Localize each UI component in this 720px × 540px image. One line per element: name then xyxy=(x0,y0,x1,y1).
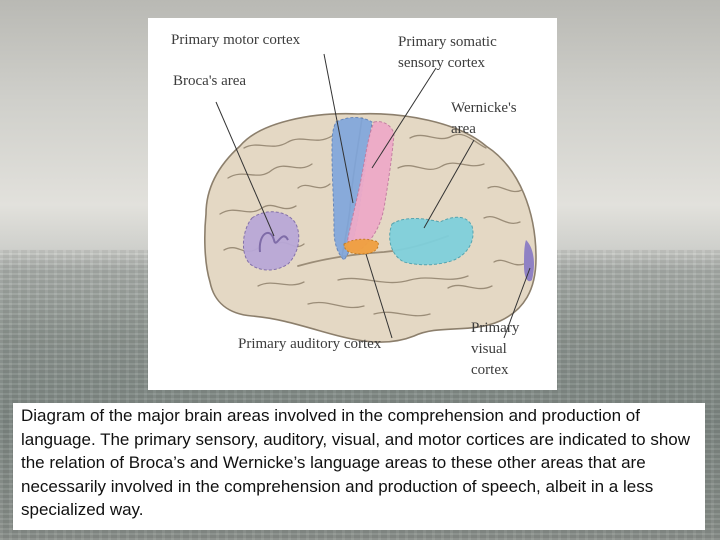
brain-diagram xyxy=(204,53,537,343)
label-brocas-area: Broca's area xyxy=(173,73,247,89)
label-primary-auditory-cortex: Primary auditory cortex xyxy=(238,336,382,352)
label-wernickes-area: Wernicke's area xyxy=(451,100,517,137)
wernickes-area-region xyxy=(389,216,474,266)
label-primary-visual-cortex: Primary visual cortex xyxy=(471,320,520,378)
label-primary-somatic-sensory-cortex: Primary somatic sensory cortex xyxy=(398,34,497,71)
label-primary-motor-cortex: Primary motor cortex xyxy=(171,32,301,48)
primary-auditory-cortex-region xyxy=(343,238,379,255)
brocas-area-region xyxy=(243,211,300,271)
brocas-area-gyrus xyxy=(258,231,289,253)
diagram-panel: Primary motor cortex Primary somatic sen… xyxy=(148,18,557,390)
figure-caption: Diagram of the major brain areas involve… xyxy=(13,403,705,530)
primary-motor-cortex-region xyxy=(331,117,373,261)
leader-lines xyxy=(215,53,531,339)
primary-visual-cortex-region xyxy=(524,240,534,282)
